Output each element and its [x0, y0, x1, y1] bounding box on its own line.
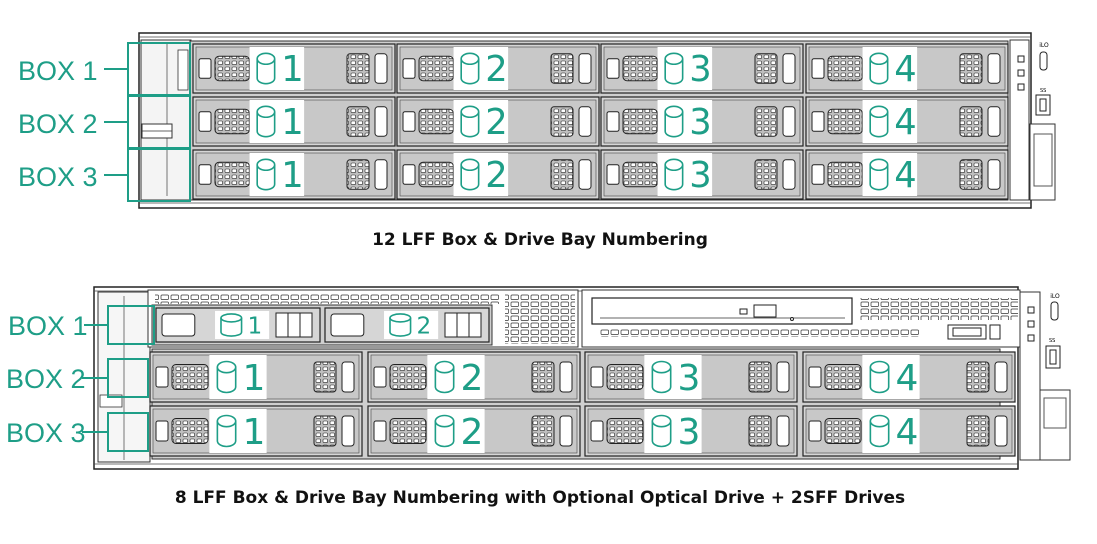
box-label-text: BOX 1: [18, 56, 98, 86]
box-label: BOX 1: [18, 42, 191, 96]
drive-bay-cylinder-icon: [256, 105, 276, 138]
drive-bay-number: 3: [689, 49, 711, 90]
drive-bay-number: 3: [689, 102, 711, 143]
drive-bay-cylinder-icon: [216, 414, 237, 448]
drive-bay-number: 4: [896, 358, 919, 399]
lff-drive-bay: 1: [192, 43, 396, 94]
box-label-text: BOX 2: [18, 109, 98, 139]
lff-drive-bay: 3: [600, 96, 804, 147]
lff-drive-bay: 3: [600, 43, 804, 94]
drive-bay-number: 2: [461, 358, 484, 399]
drive-bay-number: 1: [281, 49, 303, 90]
drive-bay-number: 3: [678, 358, 701, 399]
drive-bay-cylinder-icon: [434, 414, 455, 448]
ilo-label: iLO: [1039, 42, 1049, 49]
drive-bay-number: 2: [417, 314, 432, 340]
drive-bay-number: 2: [485, 155, 507, 196]
front-panel-8lff: iLO SS: [1019, 291, 1071, 461]
drive-bay-cylinder-icon: [869, 414, 890, 448]
drive-bay-number: 1: [243, 358, 266, 399]
drive-bay-cylinder-icon: [869, 360, 890, 394]
box-label: BOX 1: [8, 305, 155, 345]
lff-drive-bay: 3: [584, 405, 798, 457]
caption-12lff: 12 LFF Box & Drive Bay Numbering: [372, 230, 708, 250]
drive-bay-cylinder-icon: [256, 52, 276, 85]
lff-drive-bay: 1: [149, 351, 363, 403]
lff-drive-bay: 2: [396, 149, 600, 200]
lff-drive-bay: 4: [805, 149, 1009, 200]
drive-bay-cylinder-icon: [664, 52, 684, 85]
drive-bay-cylinder-icon: [664, 105, 684, 138]
usb-label: SS: [1040, 88, 1046, 94]
box-label-text: BOX 3: [18, 162, 98, 192]
drive-bay-cylinder-icon: [664, 158, 684, 191]
drive-bay-number: 2: [485, 102, 507, 143]
box-label: BOX 3: [6, 412, 149, 452]
lff-drive-bay: 4: [805, 43, 1009, 94]
box-label: BOX 3: [18, 148, 191, 202]
caption-8lff: 8 LFF Box & Drive Bay Numbering with Opt…: [175, 488, 905, 508]
drive-bay-cylinder-icon: [869, 105, 889, 138]
box-label: BOX 2: [6, 358, 149, 398]
box-label-text: BOX 1: [8, 311, 88, 341]
box-label-text: BOX 3: [6, 418, 86, 448]
drive-bay-number: 1: [248, 314, 263, 340]
drive-bay-cylinder-icon: [256, 158, 276, 191]
lff-drive-bay: 2: [396, 43, 600, 94]
drive-bay-cylinder-icon: [460, 105, 480, 138]
box-outline: [107, 358, 149, 398]
drive-bay-cylinder-icon: [869, 158, 889, 191]
box-outline: [107, 305, 155, 345]
drive-bay-number: 1: [243, 412, 266, 453]
drive-bay-number: 4: [894, 102, 916, 143]
lff-drive-bay: 4: [805, 96, 1009, 147]
lff-drive-bay: 1: [192, 149, 396, 200]
lff-drive-bay: 2: [396, 96, 600, 147]
chassis-12lff: iLO SS 1 2 3 4 1 2 3 4 1 2 3 4 BOX 1 BOX 2 BOX 3: [18, 32, 1056, 209]
lff-drive-bay: 3: [584, 351, 798, 403]
lff-drive-bay: 2: [367, 405, 581, 457]
drive-bay-number: 3: [678, 412, 701, 453]
drive-bay-number: 3: [689, 155, 711, 196]
drive-bay-number: 1: [281, 102, 303, 143]
drive-bay-number: 2: [461, 412, 484, 453]
drive-bay-cylinder-icon: [220, 313, 243, 337]
box-outline: [107, 412, 149, 452]
drive-bay-number: 1: [281, 155, 303, 196]
drive-bay-cylinder-icon: [389, 313, 412, 337]
drive-bay-cylinder-icon: [434, 360, 455, 394]
drive-bay-cylinder-icon: [460, 52, 480, 85]
ilo-label: iLO: [1050, 293, 1060, 300]
sff-drive-bay: 1: [155, 307, 321, 343]
usb-label: SS: [1049, 338, 1055, 344]
drive-bay-cylinder-icon: [216, 360, 237, 394]
lff-drive-bay: 4: [802, 405, 1016, 457]
drive-bay-cylinder-icon: [651, 360, 672, 394]
drive-bay-number: 4: [894, 49, 916, 90]
drive-bay-number: 2: [485, 49, 507, 90]
lff-drive-bay: 1: [149, 405, 363, 457]
sff-drive-bay: 2: [324, 307, 490, 343]
lff-drive-bay: 4: [802, 351, 1016, 403]
box-outline: [127, 148, 191, 202]
lff-drive-bay: 1: [192, 96, 396, 147]
drive-bay-cylinder-icon: [869, 52, 889, 85]
lff-drive-bay: 3: [600, 149, 804, 200]
drive-bay-cylinder-icon: [460, 158, 480, 191]
drive-bay-number: 4: [896, 412, 919, 453]
chassis-8lff: iLO SS 1 2 1 2 3 4 1 2 3 4 BOX 1 BOX 2 BOX 3: [6, 286, 1071, 470]
optical-drive: [591, 297, 1018, 340]
front-panel-12lff: iLO SS: [1009, 39, 1056, 201]
drive-bay-number: 4: [894, 155, 916, 196]
box-label-text: BOX 2: [6, 364, 86, 394]
drive-bay-cylinder-icon: [651, 414, 672, 448]
lff-drive-bay: 2: [367, 351, 581, 403]
